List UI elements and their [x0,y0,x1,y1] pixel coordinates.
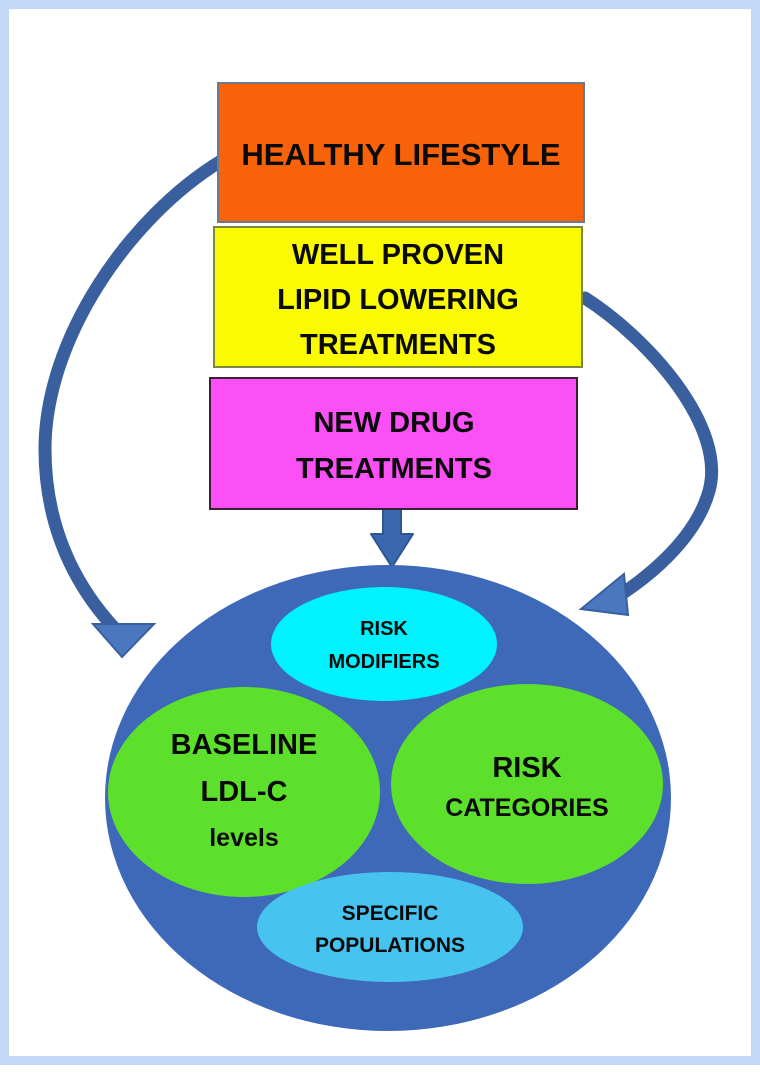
ellipse-baseline-ldl-c-line-2: LDL-C [201,776,288,808]
box-healthy-lifestyle[interactable]: HEALTHY LIFESTYLE [217,82,585,223]
ellipse-risk-categories-shape [391,684,663,884]
ellipse-specific-populations-line-2: POPULATIONS [315,934,465,957]
management-target[interactable]: RISK MODIFIERS BASELINE LDL-C levels RIS… [105,565,671,1031]
ellipse-risk-categories[interactable]: RISK CATEGORIES [391,684,663,884]
ellipse-risk-categories-line-1: RISK [492,752,561,784]
box-new-drug-treatments-line-2: TREATMENTS [296,453,492,485]
ellipse-risk-categories-line-2: CATEGORIES [445,794,608,822]
arrow-right-curved [578,291,719,617]
ellipse-baseline-ldl-c-line-3: levels [209,824,279,852]
ellipse-risk-modifiers[interactable]: RISK MODIFIERS [271,587,497,701]
ellipse-risk-modifiers-shape [271,587,497,701]
box-healthy-lifestyle-label: HEALTHY LIFESTYLE [241,137,560,172]
ellipse-baseline-ldl-c-line-1: BASELINE [171,729,318,761]
ellipse-specific-populations[interactable]: SPECIFIC POPULATIONS [257,872,523,982]
ellipse-risk-modifiers-line-1: RISK [360,618,408,640]
ellipse-risk-modifiers-line-2: MODIFIERS [328,651,439,673]
ellipse-baseline-ldl-c[interactable]: BASELINE LDL-C levels [108,687,380,897]
arrow-right-curved-path [578,291,719,604]
box-well-proven-treatments-shape [213,226,583,368]
box-new-drug-treatments[interactable]: NEW DRUG TREATMENTS [209,377,578,510]
ellipse-specific-populations-line-1: SPECIFIC [342,902,439,925]
management-target-background [105,565,671,1031]
box-new-drug-treatments-line-1: NEW DRUG [313,407,474,439]
ellipse-specific-populations-shape [257,872,523,982]
box-well-proven-treatments-line-3: TREATMENTS [300,329,496,361]
arrow-center-straight-shape [370,508,414,568]
arrow-right-curved-head [578,572,630,617]
arrow-left-curved [38,154,228,659]
arrow-left-curved-head [90,623,157,659]
box-healthy-lifestyle-shape [217,82,585,223]
arrow-center-straight [370,508,414,568]
box-new-drug-treatments-shape [209,377,578,510]
box-well-proven-treatments-line-2: LIPID LOWERING [277,284,519,316]
lipid-management-diagram: RISK MODIFIERS BASELINE LDL-C levels RIS… [38,82,719,1031]
box-well-proven-treatments-line-1: WELL PROVEN [292,239,504,271]
ellipse-baseline-ldl-c-shape [108,687,380,897]
box-well-proven-treatments[interactable]: WELL PROVEN LIPID LOWERING TREATMENTS [213,226,583,368]
arrow-left-curved-path [38,154,228,643]
